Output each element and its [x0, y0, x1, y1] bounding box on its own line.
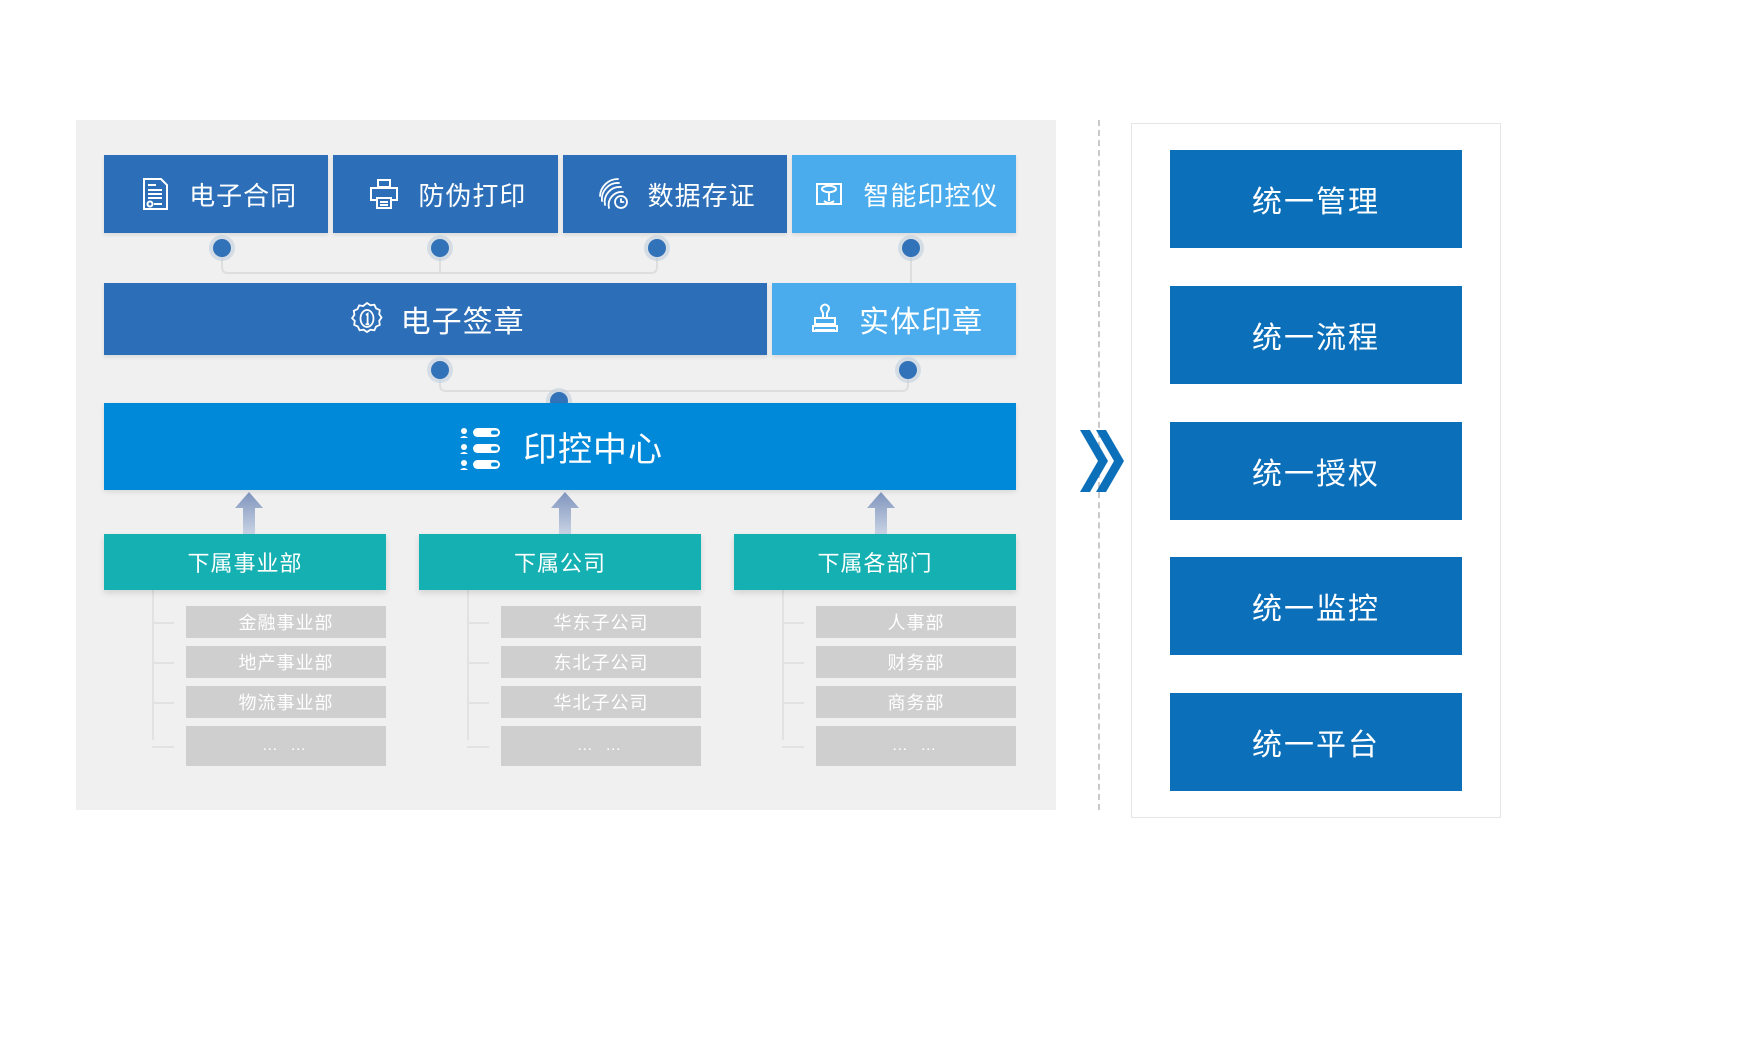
connector-dot: [899, 361, 917, 379]
org-item-list: 人事部 财务部 商务部 … …: [734, 590, 1016, 766]
capability-tile-label: 防伪打印: [418, 180, 527, 211]
org-item[interactable]: 金融事业部: [152, 606, 386, 638]
unified-item-authorization[interactable]: 统一授权: [1170, 421, 1462, 520]
seal-device-icon: [809, 174, 849, 214]
up-arrow-icon: [867, 492, 895, 536]
org-item-list: 金融事业部 地产事业部 物流事业部 … …: [104, 590, 386, 766]
org-column-subsidiaries: 下属公司 华东子公司 东北子公司 华北子公司 … …: [419, 534, 701, 784]
up-arrow-icon: [235, 492, 263, 536]
org-item[interactable]: 华东子公司: [467, 606, 701, 638]
printer-icon: [364, 174, 404, 214]
capability-tile-label: 数据存证: [647, 180, 756, 211]
org-item[interactable]: 地产事业部: [152, 646, 386, 678]
physical-stamp-icon: [805, 299, 845, 339]
org-column-business-units: 下属事业部 金融事业部 地产事业部 物流事业部 … …: [104, 534, 386, 784]
capability-tile-label: 智能印控仪: [863, 180, 999, 211]
capability-tile-antiforgery-print[interactable]: 防伪打印: [333, 155, 558, 233]
org-item-list: 华东子公司 东北子公司 华北子公司 … …: [419, 590, 701, 766]
unified-outcomes-panel: 统一管理 统一流程 统一授权 统一监控 统一平台: [1131, 123, 1501, 818]
seal-row: 电子签章 实体印章: [104, 283, 1016, 355]
org-item[interactable]: 东北子公司: [467, 646, 701, 678]
org-item-more[interactable]: … …: [782, 726, 1016, 766]
seal-control-center-icon: [457, 423, 505, 471]
org-column-departments: 下属各部门 人事部 财务部 商务部 … …: [734, 534, 1016, 784]
contract-document-icon: [135, 174, 175, 214]
unified-item-monitoring[interactable]: 统一监控: [1170, 557, 1462, 656]
connector-dot: [213, 239, 231, 257]
org-column-title[interactable]: 下属各部门: [734, 534, 1016, 590]
seal-bar-electronic-seal[interactable]: 电子签章: [104, 283, 768, 355]
double-chevron-right-icon: [1080, 430, 1124, 492]
connector-dot: [431, 239, 449, 257]
org-item-more[interactable]: … …: [467, 726, 701, 766]
connector-dot: [648, 239, 666, 257]
seal-control-center-label: 印控中心: [523, 431, 663, 469]
org-tree-spine: [782, 590, 784, 740]
org-tree-spine: [152, 590, 154, 740]
connector-dot: [431, 361, 449, 379]
org-item[interactable]: 物流事业部: [152, 686, 386, 718]
capability-tile-data-certification[interactable]: 数据存证: [562, 155, 787, 233]
org-item[interactable]: 商务部: [782, 686, 1016, 718]
capability-tile-electronic-contract[interactable]: 电子合同: [104, 155, 329, 233]
unified-item-management[interactable]: 统一管理: [1170, 150, 1462, 248]
org-tree-spine: [467, 590, 469, 740]
connector-dot: [902, 239, 920, 257]
org-item[interactable]: 人事部: [782, 606, 1016, 638]
seal-bar-label: 实体印章: [859, 306, 984, 339]
org-columns: 下属事业部 金融事业部 地产事业部 物流事业部 … … 下属公司 华东子公司 东…: [104, 534, 1016, 784]
fingerprint-icon: [594, 174, 634, 214]
seal-control-center-bar[interactable]: 印控中心: [104, 403, 1016, 490]
org-column-title[interactable]: 下属公司: [419, 534, 701, 590]
seal-bar-label: 电子签章: [400, 306, 525, 339]
unified-item-process[interactable]: 统一流程: [1170, 285, 1462, 384]
seal-bar-physical-stamp[interactable]: 实体印章: [772, 283, 1016, 355]
org-item[interactable]: 财务部: [782, 646, 1016, 678]
capability-tile-label: 电子合同: [189, 180, 298, 211]
unified-item-platform[interactable]: 统一平台: [1170, 693, 1462, 791]
capability-architecture-panel: 电子合同 防伪打印: [76, 120, 1056, 810]
capability-tile-smart-seal-device[interactable]: 智能印控仪: [791, 155, 1016, 233]
org-item[interactable]: 华北子公司: [467, 686, 701, 718]
electronic-seal-icon: [347, 299, 387, 339]
up-arrow-icon: [551, 492, 579, 536]
capability-row: 电子合同 防伪打印: [104, 155, 1016, 233]
org-item-more[interactable]: … …: [152, 726, 386, 766]
org-column-title[interactable]: 下属事业部: [104, 534, 386, 590]
